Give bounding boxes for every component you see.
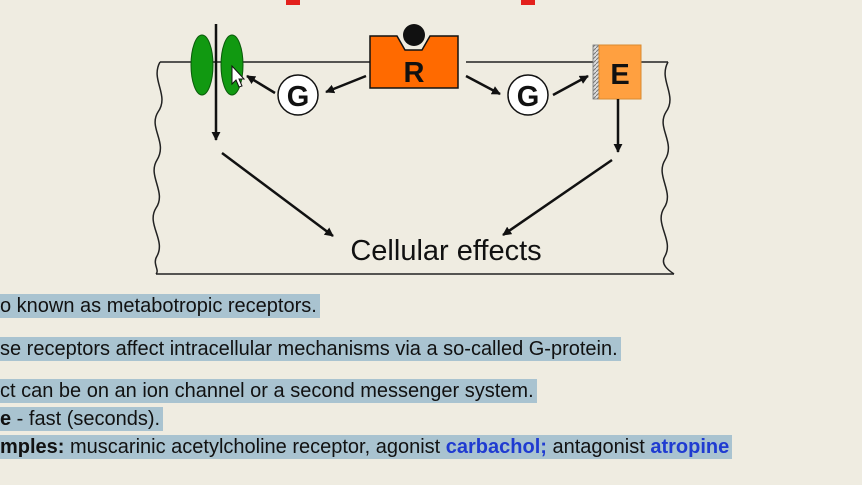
arrow-receptor-to-right-g bbox=[465, 74, 501, 96]
agonist-drug: carbachol; bbox=[445, 436, 547, 458]
receptor-box bbox=[369, 35, 459, 89]
arrow-receptor-to-left-g bbox=[325, 74, 367, 94]
arrow-effector-to-effects bbox=[502, 158, 613, 237]
mouse-cursor-icon bbox=[231, 64, 246, 88]
signal-arrows bbox=[221, 74, 613, 238]
title-fragment-left bbox=[286, 0, 300, 5]
g-protein-left: G bbox=[277, 74, 319, 116]
g-protein-left-label: G bbox=[287, 81, 310, 113]
ligand-dot bbox=[403, 24, 425, 46]
ion-channel-left-subunit bbox=[190, 34, 214, 96]
bullet-line-examples: mples: muscarinic acetylcholine receptor… bbox=[0, 435, 733, 459]
title-fragment-right bbox=[521, 0, 535, 5]
g-protein-right: G bbox=[507, 74, 549, 116]
bullet-line-response-time: e - fast (seconds). bbox=[0, 407, 164, 431]
arrow-right-g-to-effector bbox=[552, 74, 589, 97]
receptor: R bbox=[369, 24, 459, 89]
receptor-label: R bbox=[404, 57, 425, 89]
bullet-line-ion-channel: ct can be on an ion channel or a second … bbox=[0, 379, 537, 403]
g-protein-receptor-diagram: R G G E Cellular effects bbox=[152, 24, 675, 275]
cell-outline bbox=[152, 61, 675, 275]
effector-box bbox=[598, 44, 642, 100]
arrow-left-g-to-channel bbox=[246, 74, 276, 95]
effector-label: E bbox=[610, 59, 629, 91]
effector: E bbox=[592, 44, 642, 153]
arrow-channel-to-effects bbox=[221, 151, 334, 238]
bullet-line-g-protein: se receptors affect intracellular mechan… bbox=[0, 337, 621, 361]
ion-channel bbox=[190, 24, 244, 141]
cell-wavy-left-edge bbox=[152, 61, 163, 275]
g-protein-right-label: G bbox=[517, 81, 540, 113]
cellular-effects-label: Cellular effects bbox=[350, 235, 541, 267]
bullet-line-metabotropic: o known as metabotropic receptors. bbox=[0, 294, 320, 318]
cell-wavy-right-edge bbox=[660, 61, 675, 275]
antagonist-drug: atropine bbox=[650, 436, 730, 458]
